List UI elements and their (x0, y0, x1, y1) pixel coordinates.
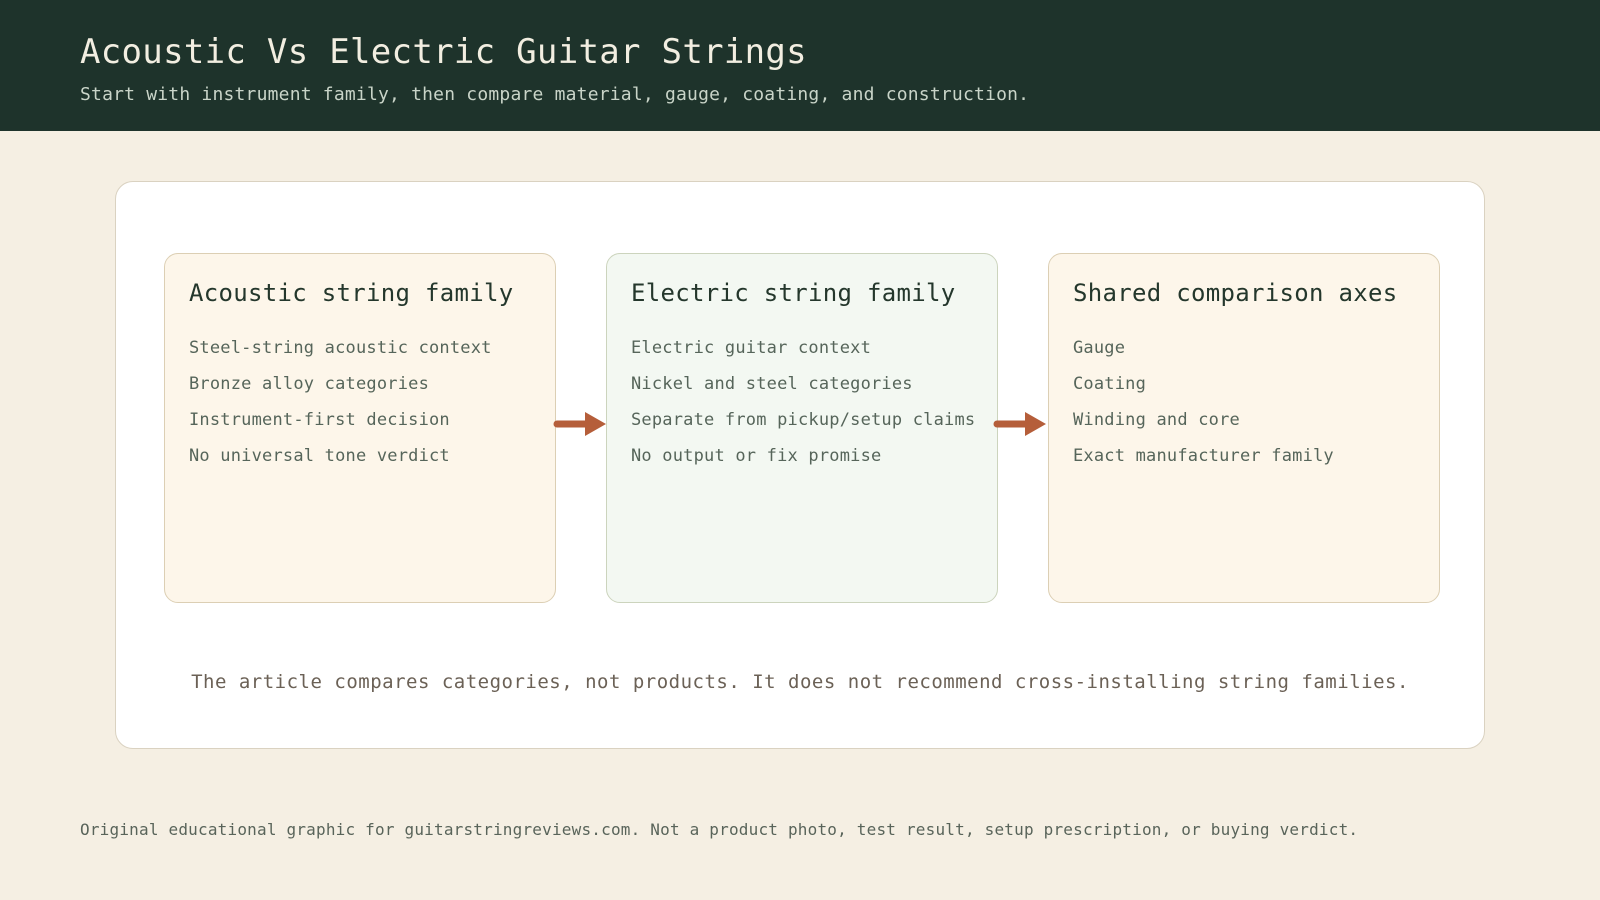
comparison-panel: Acoustic string family Steel-string acou… (115, 181, 1485, 749)
card-title: Acoustic string family (189, 279, 514, 307)
flow-arrow-icon (553, 412, 606, 436)
footer-caption: Original educational graphic for guitars… (80, 820, 1359, 839)
list-item: Nickel and steel categories (631, 374, 913, 394)
page-subtitle: Start with instrument family, then compa… (80, 84, 1030, 105)
list-item: Electric guitar context (631, 338, 872, 358)
card-electric-string-family: Electric string family Electric guitar c… (606, 253, 998, 603)
list-item: No universal tone verdict (189, 446, 450, 466)
list-item: Steel-string acoustic context (189, 338, 492, 358)
list-item: Gauge (1073, 338, 1126, 358)
card-item-list: Steel-string acoustic context Bronze all… (189, 330, 531, 474)
card-title: Shared comparison axes (1073, 279, 1398, 307)
card-item-list: Gauge Coating Winding and core Exact man… (1073, 330, 1415, 474)
list-item: Bronze alloy categories (189, 374, 430, 394)
list-item: Instrument-first decision (189, 410, 450, 430)
list-item: Separate from pickup/setup claims (631, 410, 976, 430)
list-item: Exact manufacturer family (1073, 446, 1334, 466)
card-item-list: Electric guitar context Nickel and steel… (631, 330, 976, 474)
card-acoustic-string-family: Acoustic string family Steel-string acou… (164, 253, 556, 603)
card-shared-comparison-axes: Shared comparison axes Gauge Coating Win… (1048, 253, 1440, 603)
panel-note: The article compares categories, not pro… (191, 671, 1409, 693)
header: Acoustic Vs Electric Guitar Strings Star… (0, 0, 1600, 131)
card-title: Electric string family (631, 279, 956, 307)
list-item: No output or fix promise (631, 446, 882, 466)
page-title: Acoustic Vs Electric Guitar Strings (80, 32, 807, 72)
flow-arrow-icon (993, 412, 1046, 436)
list-item: Winding and core (1073, 410, 1240, 430)
list-item: Coating (1073, 374, 1147, 394)
